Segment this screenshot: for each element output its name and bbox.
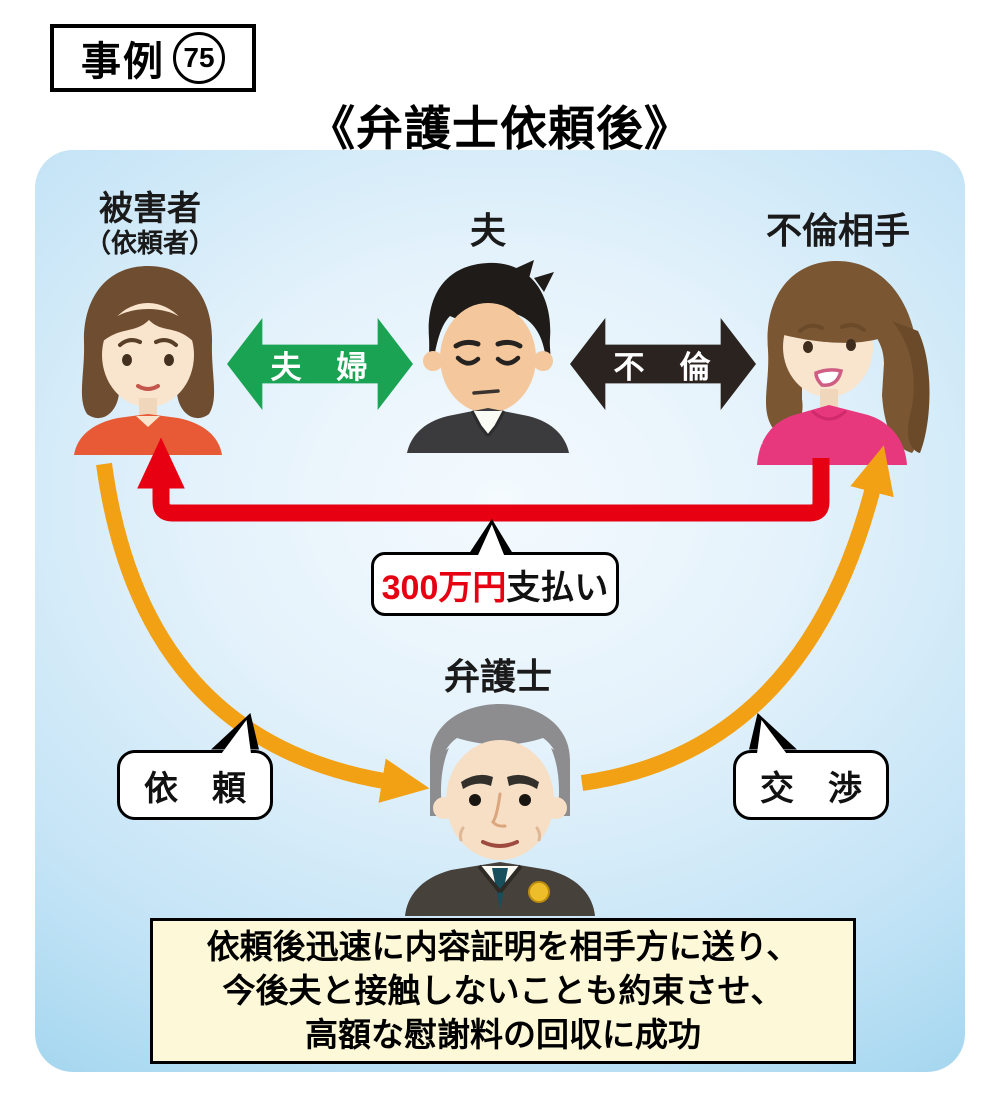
affair-partner-label: 不倫相手: [765, 210, 910, 251]
victim-label-group: 被害者 （依頼者）: [55, 190, 245, 258]
payment-amount: 300万円: [381, 568, 507, 607]
result-line-1: 依頼後迅速に内容証明を相手方に送り、: [206, 928, 800, 965]
case-number-box: 事例 75: [50, 24, 256, 92]
couple-relation-label: 夫 婦: [270, 349, 370, 385]
case-number-circle: 75: [173, 32, 225, 84]
result-line-3: 高額な慰謝料の回収に成功: [305, 1016, 701, 1053]
request-bubble: 依 頼: [117, 750, 273, 820]
payment-suffix: 支払い: [506, 568, 609, 607]
lawyer-label: 弁護士: [443, 656, 552, 697]
case-label: 事例: [81, 40, 165, 84]
payment-bubble: 300万円支払い: [371, 552, 619, 616]
result-line-2: 今後夫と接触しないことも約束させ、: [222, 972, 784, 1009]
page-title: 《弁護士依頼後》: [308, 102, 692, 155]
husband-avatar: [407, 260, 569, 453]
result-box: 依頼後迅速に内容証明を相手方に送り、 今後夫と接触しないことも約束させ、 高額な…: [150, 918, 856, 1064]
request-label: 依 頼: [144, 769, 246, 808]
lawyer-avatar: [405, 704, 595, 916]
negotiation-bubble: 交 渉: [733, 750, 889, 820]
victim-avatar: [74, 266, 222, 455]
victim-label: 被害者: [99, 190, 201, 228]
husband-label: 夫: [469, 210, 506, 251]
affair-partner-avatar: [757, 260, 930, 465]
victim-sublabel: （依頼者）: [84, 228, 215, 258]
affair-relation-label: 不 倫: [613, 349, 713, 385]
negotiation-label: 交 渉: [760, 769, 862, 808]
